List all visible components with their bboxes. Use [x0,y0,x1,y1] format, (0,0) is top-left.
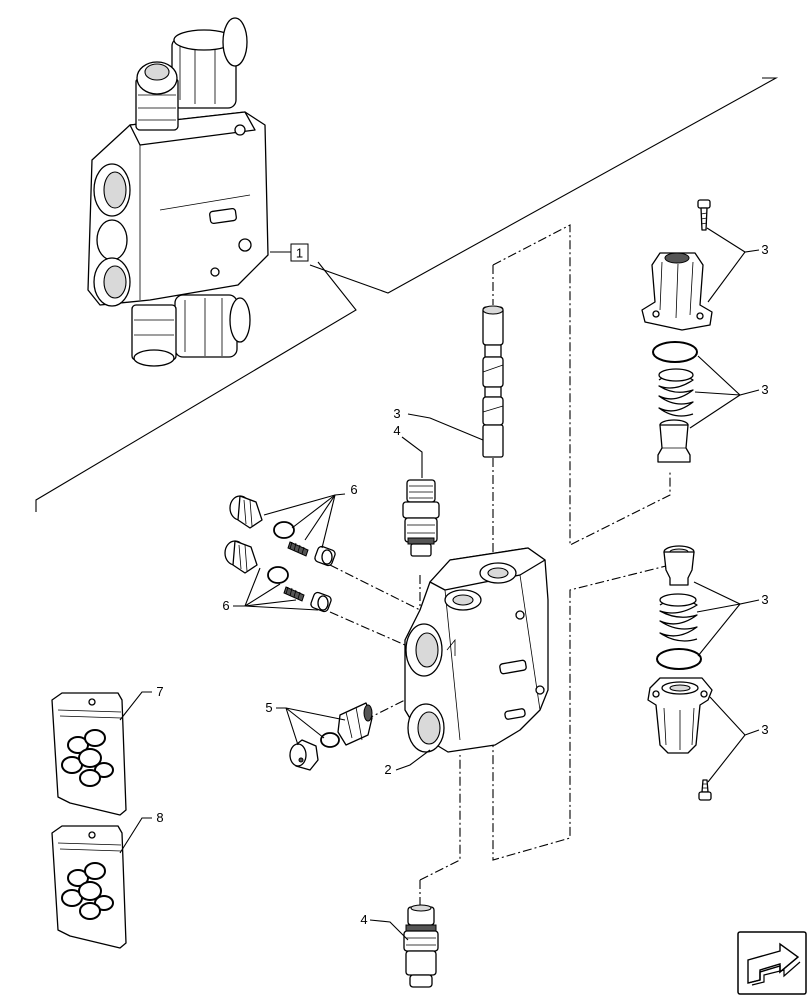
callout-3-upper-spring: 3 [689,355,769,429]
svg-text:3: 3 [393,406,400,421]
lower-cap-assembly [647,545,713,801]
svg-text:8: 8 [156,810,163,825]
callout-6-top: 6 [263,482,358,549]
svg-text:3: 3 [761,592,768,607]
valve-section-body [404,547,549,753]
svg-text:3: 3 [761,242,768,257]
relief-valve-bottom [403,904,439,988]
svg-text:3: 3 [761,382,768,397]
callout-5: 5 [265,700,346,746]
callout-3-spool: 3 [393,406,484,441]
callout-3-lower-spring: 3 [693,581,769,657]
relief-valve-top [402,479,440,557]
seal-kit-7 [51,692,127,816]
callout-3-lower: 3 [707,696,769,783]
next-page-arrow-icon[interactable] [737,931,807,995]
valve-assembly-illustration [87,17,269,367]
svg-text:6: 6 [222,598,229,613]
callout-1: 1 [270,243,309,262]
svg-text:4: 4 [393,423,400,438]
check-valve-kit [289,702,373,771]
spool-illustration [482,305,504,458]
plugs-top [229,495,336,567]
svg-text:5: 5 [265,700,272,715]
callout-6-bottom: 6 [222,567,319,613]
callout-3-upper: 3 [706,227,769,303]
seal-kit-8 [51,825,127,949]
callout-4-top: 4 [393,423,423,478]
svg-text:4: 4 [360,912,367,927]
callout-4-bottom: 4 [360,912,409,941]
svg-text:3: 3 [761,722,768,737]
svg-text:6: 6 [350,482,357,497]
plugs-bottom [224,540,332,613]
assembly-boundary-lines [35,77,779,512]
svg-text:7: 7 [156,684,163,699]
callout-1-label: 1 [296,246,303,261]
callout-2: 2 [384,749,431,777]
callout-7: 7 [119,684,164,721]
callout-8: 8 [119,810,164,854]
svg-text:2: 2 [384,762,391,777]
upper-cap-assembly [641,199,713,463]
